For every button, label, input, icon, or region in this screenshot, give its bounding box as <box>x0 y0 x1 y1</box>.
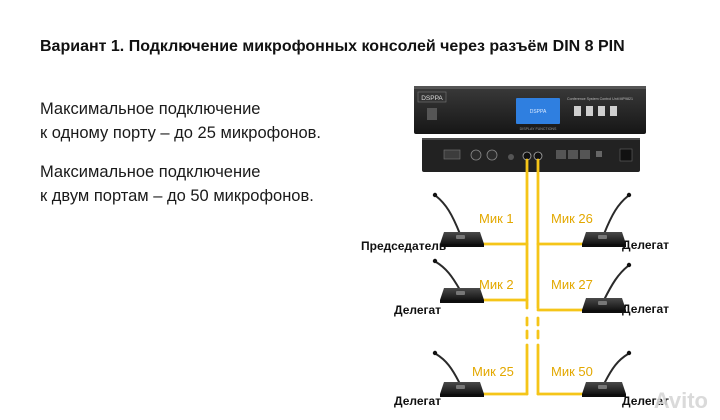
mic-label-right-2: Мик 27 <box>551 277 593 292</box>
device-brand: DSPPA <box>421 95 443 102</box>
mic-console-delegate <box>582 192 632 247</box>
mic-label-left-2: Мик 2 <box>479 277 514 292</box>
mic-label-right-1: Мик 26 <box>551 211 593 226</box>
paragraph-line: к двум портам – до 50 микрофонов. <box>40 187 314 205</box>
mic-console-delegate <box>432 258 484 303</box>
role-label-right-3: Делегат <box>622 394 669 408</box>
mic-label-right-3: Мик 50 <box>551 364 593 379</box>
mic-label-left-1: Мик 1 <box>479 211 514 226</box>
control-unit-front: DSPPA DSPPA Conference System Control Un… <box>414 86 646 134</box>
paragraph-line: Максимальное подключение <box>40 100 261 118</box>
control-unit-rear <box>422 138 640 172</box>
page-title: Вариант 1. Подключение микрофонных консо… <box>40 38 625 55</box>
role-label-left-3: Делегат <box>394 394 441 408</box>
paragraph-line: к одному порту – до 25 микрофонов. <box>40 124 322 142</box>
role-label-right-2: Делегат <box>622 302 669 316</box>
mic-label-left-3: Мик 25 <box>472 364 514 379</box>
role-label-left-1: Председатель <box>361 239 446 253</box>
device-display <box>516 98 560 124</box>
device-bottom-text: DISPLAY FUNCTIONS <box>520 127 557 131</box>
mic-console-chairman <box>432 192 484 247</box>
device-display-text: DSPPA <box>530 109 547 115</box>
paragraph-line: Максимальное подключение <box>40 163 261 181</box>
mic-console-delegate <box>582 262 632 313</box>
mic-console-delegate <box>432 350 484 397</box>
info-paragraph-two-ports: Максимальное подключение к двум портам –… <box>40 160 314 208</box>
info-paragraph-one-port: Максимальное подключение к одному порту … <box>40 97 321 145</box>
device-model: Conference System Control Unit MP9821 <box>567 97 633 101</box>
avito-watermark: Avito <box>653 388 708 413</box>
role-label-left-2: Делегат <box>394 303 441 317</box>
role-label-right-1: Делегат <box>622 238 669 252</box>
mic-console-delegate <box>582 350 632 397</box>
